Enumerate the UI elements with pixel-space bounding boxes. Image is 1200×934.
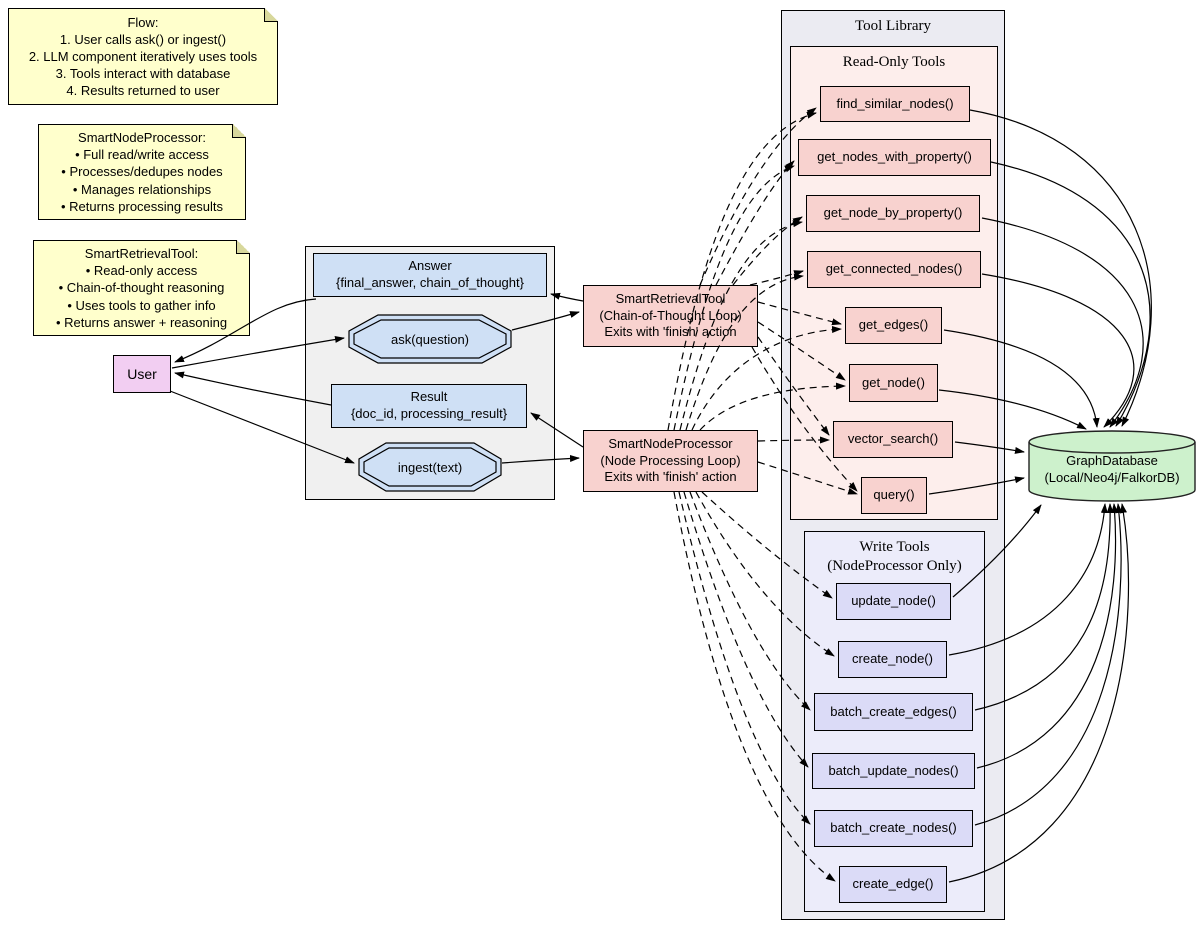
- note-smartnodeprocessor: SmartNodeProcessor: • Full read/write ac…: [38, 124, 246, 220]
- node-smartnodeprocessor: SmartNodeProcessor (Node Processing Loop…: [583, 430, 758, 492]
- node-ask-label: ask(question): [390, 331, 470, 347]
- tool-label: get_connected_nodes(): [825, 261, 963, 277]
- tool-label: vector_search(): [847, 431, 939, 447]
- node-batch-create-nodes: batch_create_nodes(): [814, 810, 973, 847]
- node-snp-line3: Exits with 'finish' action: [604, 469, 737, 485]
- note-snp-title: SmartNodeProcessor:: [78, 130, 206, 146]
- node-get-node: get_node(): [849, 364, 938, 402]
- note-flow-item: 4. Results returned to user: [66, 83, 220, 99]
- node-answer-line2: {final_answer, chain_of_thought}: [336, 275, 524, 290]
- node-batch-update-nodes: batch_update_nodes(): [812, 753, 975, 789]
- node-db-line2: (Local/Neo4j/FalkorDB): [1044, 470, 1180, 485]
- node-query: query(): [861, 477, 927, 514]
- node-ask: ask(question): [348, 314, 512, 364]
- double-octagon-shape: [348, 314, 512, 364]
- node-get-connected-nodes: get_connected_nodes(): [807, 251, 981, 288]
- node-create-node: create_node(): [838, 641, 947, 678]
- node-answer: Answer {final_answer, chain_of_thought}: [313, 253, 547, 297]
- node-batch-create-edges: batch_create_edges(): [814, 693, 973, 731]
- node-create-edge: create_edge(): [839, 866, 947, 903]
- node-get-node-by-property: get_node_by_property(): [806, 195, 980, 232]
- edge-get_node_by_property-db: [981, 217, 1144, 428]
- note-smartretrievaltool: SmartRetrievalTool: • Read-only access •…: [33, 240, 250, 336]
- node-srt-line3: Exits with 'finish' action: [604, 324, 737, 340]
- node-find-similar-nodes: find_similar_nodes(): [820, 86, 970, 122]
- node-srt-line1: SmartRetrievalTool: [615, 290, 726, 306]
- note-flow-title: Flow:: [127, 14, 159, 30]
- tool-label: create_node(): [852, 651, 933, 667]
- tool-label: get_nodes_with_property(): [817, 149, 972, 165]
- double-octagon-shape: [358, 442, 502, 492]
- tool-label: update_node(): [851, 593, 936, 609]
- tool-label: create_edge(): [852, 876, 934, 892]
- node-result-line2: {doc_id, processing_result}: [350, 406, 508, 421]
- note-flow-item: 3. Tools interact with database: [55, 66, 231, 82]
- node-get-nodes-with-property: get_nodes_with_property(): [798, 139, 991, 176]
- note-snp-item: • Full read/write access: [75, 147, 209, 163]
- tool-label: query(): [873, 487, 915, 503]
- note-flow: Flow: 1. User calls ask() or ingest() 2.…: [8, 8, 278, 105]
- edge-get_nodes_with_property-db: [990, 161, 1151, 427]
- cylinder-shape: [1028, 430, 1196, 502]
- node-ingest-label: ingest(text): [397, 459, 463, 475]
- edge-srt-answer: [550, 292, 584, 302]
- node-get-edges: get_edges(): [845, 307, 942, 344]
- node-ingest: ingest(text): [358, 442, 502, 492]
- note-srt-item: • Uses tools to gather info: [67, 297, 216, 313]
- node-smartretrievaltool: SmartRetrievalTool (Chain-of-Thought Loo…: [583, 285, 758, 347]
- note-snp-item: • Returns processing results: [60, 198, 224, 214]
- node-snp-line1: SmartNodeProcessor: [608, 435, 733, 451]
- write-tools-label: Write Tools (NodeProcessor Only): [805, 532, 984, 576]
- node-snp-line2: (Node Processing Loop): [600, 452, 741, 468]
- note-flow-item: 1. User calls ask() or ingest(): [59, 31, 227, 47]
- node-update-node: update_node(): [836, 583, 951, 620]
- write-tools-label-line2: (NodeProcessor Only): [827, 557, 962, 574]
- tool-label: batch_create_edges(): [830, 703, 957, 719]
- note-srt-item: • Read-only access: [85, 263, 198, 279]
- write-tools-label-line1: Write Tools: [859, 539, 930, 555]
- tool-label: batch_update_nodes(): [828, 762, 959, 778]
- note-srt-item: • Chain-of-thought reasoning: [58, 280, 225, 296]
- node-answer-line1: Answer: [408, 258, 452, 274]
- node-srt-line2: (Chain-of-Thought Loop): [599, 307, 742, 323]
- node-graphdatabase: GraphDatabase (Local/Neo4j/FalkorDB): [1028, 430, 1196, 502]
- tool-label: batch_create_nodes(): [830, 820, 957, 836]
- tool-label: get_edges(): [858, 317, 929, 333]
- note-srt-title: SmartRetrievalTool:: [84, 246, 199, 262]
- tool-label: get_node(): [862, 374, 925, 390]
- node-db-line1: GraphDatabase: [1066, 453, 1158, 469]
- node-user-label: User: [127, 365, 157, 382]
- node-result: Result {doc_id, processing_result}: [331, 384, 527, 428]
- note-srt-item: • Returns answer + reasoning: [55, 314, 228, 330]
- tool-library-label: Tool Library: [854, 18, 931, 34]
- tool-label: find_similar_nodes(): [836, 95, 954, 111]
- note-snp-item: • Processes/dedupes nodes: [61, 164, 223, 180]
- note-flow-item: 2. LLM component iteratively uses tools: [28, 48, 258, 64]
- node-result-line1: Result: [410, 389, 448, 405]
- node-vector-search: vector_search(): [833, 421, 953, 458]
- read-tools-label: Read-Only Tools: [842, 54, 946, 70]
- tool-label: get_node_by_property(): [823, 205, 963, 221]
- note-snp-item: • Manages relationships: [72, 181, 212, 197]
- node-user: User: [113, 355, 171, 393]
